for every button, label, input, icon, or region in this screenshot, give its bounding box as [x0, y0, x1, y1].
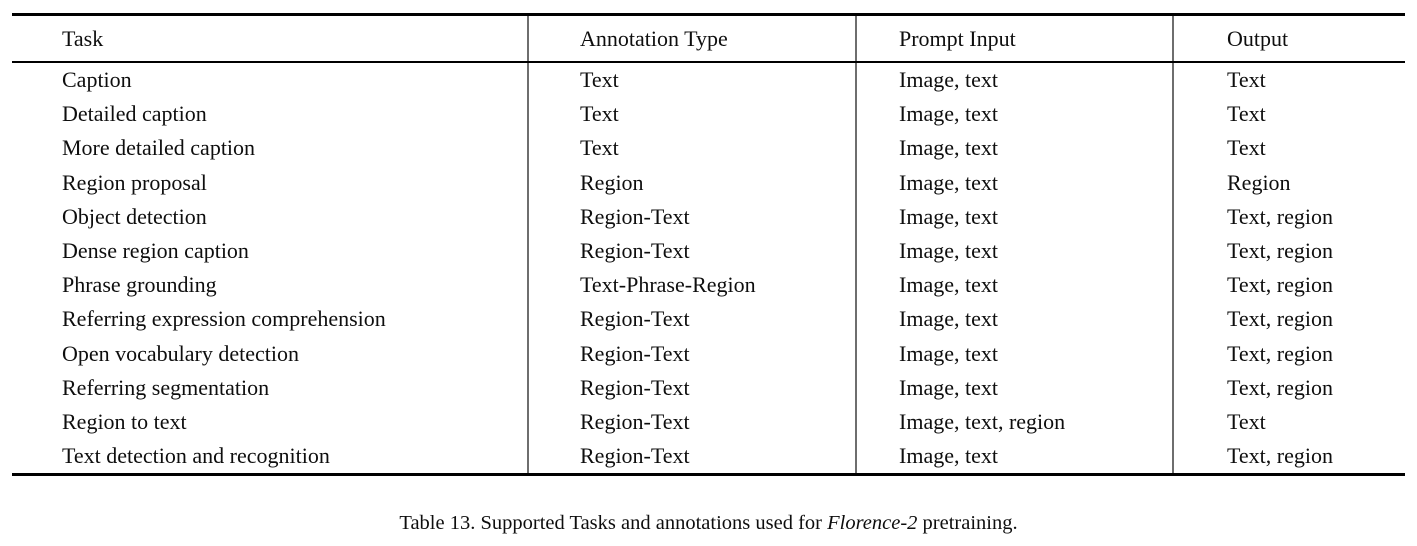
prompt-input-cell: Image, text	[855, 63, 1172, 98]
annotation-type-cell: Text	[527, 131, 855, 166]
annotation-type-cell: Text	[527, 97, 855, 132]
caption-suffix: pretraining.	[917, 512, 1018, 534]
task-cell: More detailed caption	[62, 135, 256, 161]
output-cell: Text, region	[1172, 439, 1405, 474]
caption-prefix: Table 13. Supported Tasks and annotation…	[399, 512, 828, 534]
annotation-type-cell: Region-Text	[527, 233, 855, 269]
output-cell: Text	[1172, 63, 1405, 98]
task-cell: Referring expression comprehension	[62, 306, 386, 332]
task-cell: Text detection and recognition	[62, 443, 330, 469]
column-header-annotation-type: Annotation Type	[527, 16, 855, 61]
output-cell: Text, region	[1172, 268, 1405, 303]
annotation-type-cell: Region	[527, 165, 855, 200]
output-cell: Text, region	[1172, 233, 1405, 269]
column-header-output: Output	[1172, 16, 1405, 61]
prompt-input-cell: Image, text	[855, 302, 1172, 337]
prompt-input-cell: Image, text	[855, 268, 1172, 303]
task-cell: Caption	[62, 67, 132, 92]
annotation-type-cell: Region-Text	[527, 404, 855, 440]
annotation-type-cell: Text-Phrase-Region	[527, 268, 855, 303]
annotation-type-cell: Region-Text	[527, 336, 855, 371]
tasks-table: Task Annotation Type Prompt Input Output…	[12, 13, 1405, 477]
annotation-type-cell: Region-Text	[527, 302, 855, 337]
task-cell: Detailed caption	[62, 101, 207, 127]
task-cell: Region proposal	[62, 169, 207, 195]
prompt-input-cell: Image, text	[855, 336, 1172, 371]
prompt-input-cell: Image, text	[855, 439, 1172, 474]
annotation-type-cell: Region-Text	[527, 370, 855, 405]
prompt-input-cell: Image, text	[855, 370, 1172, 405]
task-cell: Region to text	[62, 408, 187, 434]
prompt-input-cell: Image, text	[855, 131, 1172, 166]
prompt-input-cell: Image, text	[855, 233, 1172, 269]
output-cell: Text	[1172, 97, 1405, 132]
task-cell: Referring segmentation	[62, 374, 270, 400]
caption-model-name: Florence-2	[827, 512, 918, 534]
task-cell: Dense region caption	[62, 237, 249, 263]
output-cell: Region	[1172, 165, 1405, 200]
output-cell: Text, region	[1172, 302, 1405, 337]
task-cell: Open vocabulary detection	[62, 340, 300, 366]
prompt-input-cell: Image, text	[855, 199, 1172, 234]
table-header-row: Task Annotation Type Prompt Input Output	[12, 16, 1405, 63]
annotation-type-cell: Text	[527, 63, 855, 98]
column-header-task: Task	[62, 26, 104, 51]
output-cell: Text	[1172, 404, 1405, 440]
prompt-input-cell: Image, text	[855, 97, 1172, 132]
task-cell: Phrase grounding	[62, 272, 217, 298]
prompt-input-cell: Image, text	[855, 165, 1172, 200]
output-cell: Text, region	[1172, 336, 1405, 371]
output-cell: Text, region	[1172, 370, 1405, 405]
output-cell: Text, region	[1172, 199, 1405, 234]
annotation-type-cell: Region-Text	[527, 199, 855, 234]
output-cell: Text	[1172, 131, 1405, 166]
task-cell: Object detection	[62, 203, 207, 229]
prompt-input-cell: Image, text, region	[855, 404, 1172, 440]
column-header-prompt-input: Prompt Input	[855, 16, 1172, 61]
table-caption: Table 13. Supported Tasks and annotation…	[0, 510, 1417, 536]
table-row: Text detection and recognition Region-Tex…	[12, 439, 1405, 474]
annotation-type-cell: Region-Text	[527, 439, 855, 474]
table-row: Referring expression comprehension Region…	[12, 302, 1405, 337]
